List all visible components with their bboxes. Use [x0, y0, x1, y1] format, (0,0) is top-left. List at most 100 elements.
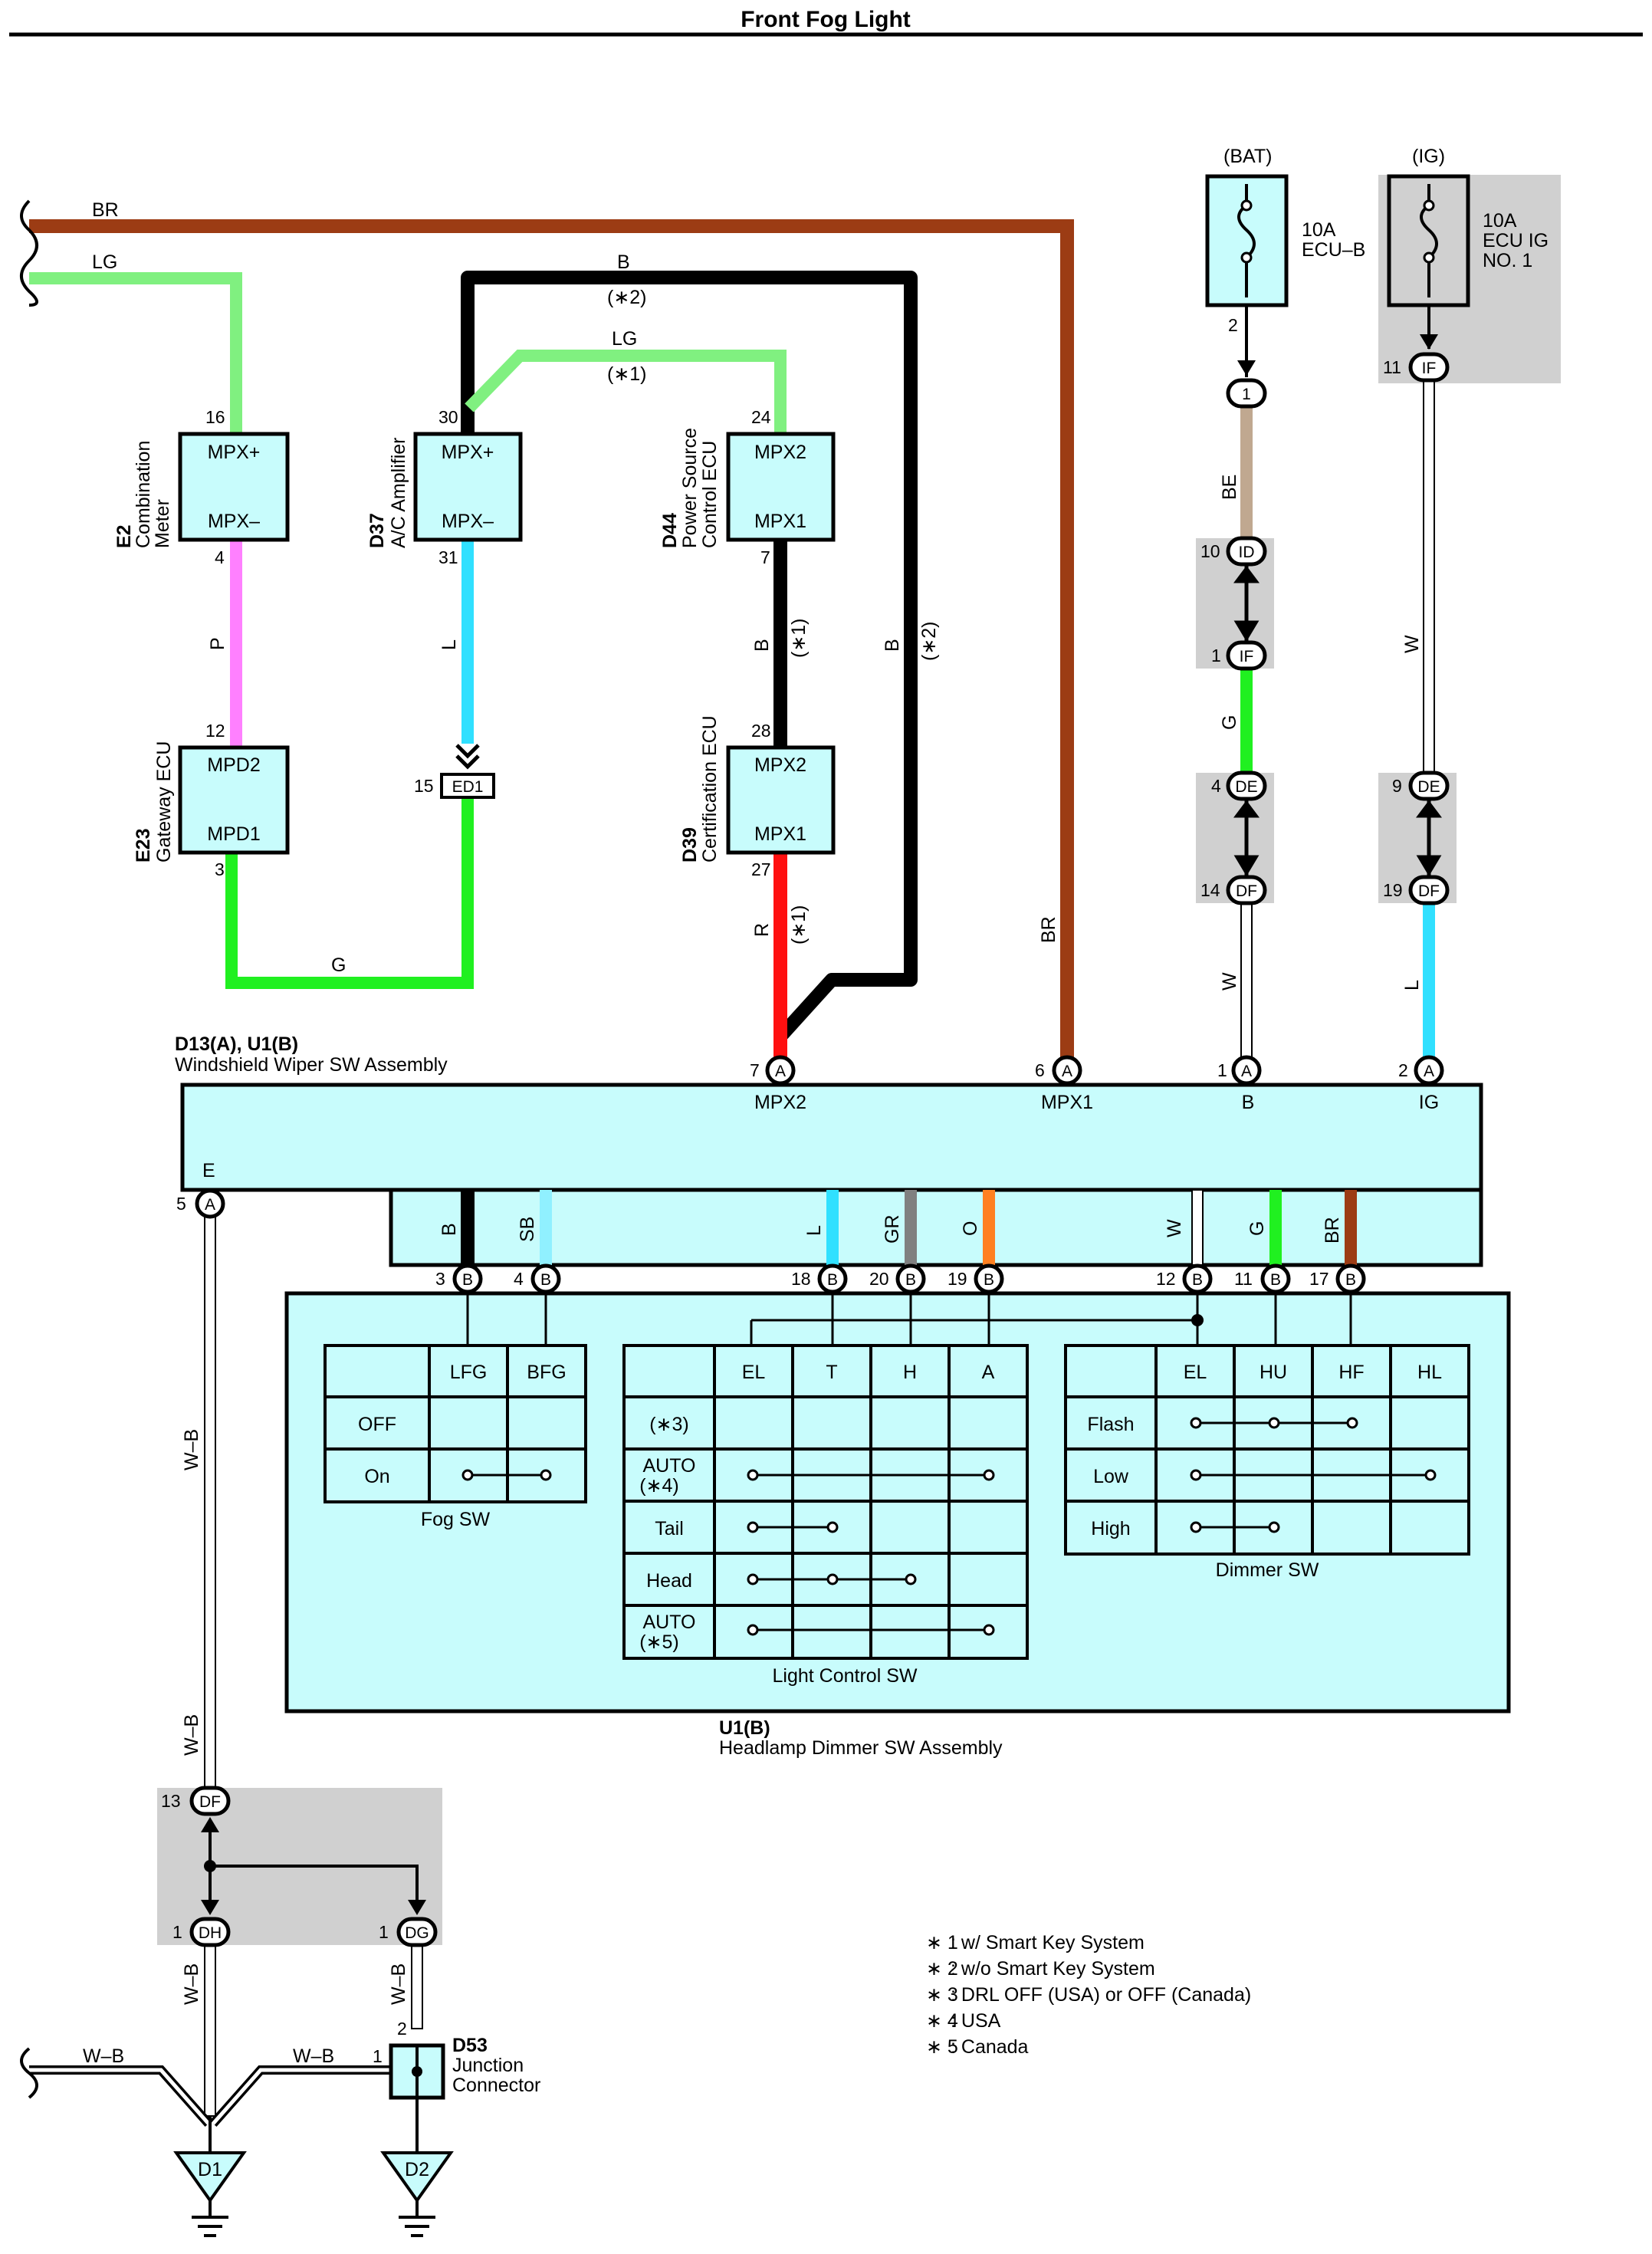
svg-text:MPX–: MPX–	[442, 511, 494, 532]
svg-text:Head: Head	[646, 1570, 692, 1592]
label-u1-name: Headlamp Dimmer SW Assembly	[719, 1737, 1003, 1759]
fuse-bat-rating: 10A	[1302, 219, 1336, 241]
label-b-star2: B	[882, 639, 903, 652]
label-wb-2: W–B	[181, 1714, 202, 1756]
pin-a-ig	[1414, 1055, 1444, 1086]
label-br: BR	[92, 199, 119, 221]
svg-text:On: On	[364, 1466, 389, 1487]
svg-text:B: B	[438, 1223, 460, 1236]
pin-d44-24: 24	[751, 407, 771, 427]
svg-text:20: 20	[869, 1269, 889, 1289]
svg-text:DE: DE	[1417, 778, 1440, 796]
label-g-loop: G	[331, 955, 346, 976]
svg-text:MPX+: MPX+	[442, 442, 494, 463]
label-star1-r: (∗1)	[788, 905, 810, 945]
stub-w	[1191, 1189, 1204, 1266]
svg-text:HU: HU	[1260, 1362, 1287, 1383]
svg-text:AUTO: AUTO	[643, 1612, 696, 1633]
svg-text:∗ 2: ∗ 2	[926, 1958, 958, 1980]
svg-text:W: W	[1164, 1219, 1185, 1237]
label-u1-code: U1(B)	[719, 1717, 770, 1739]
label-w-right: W	[1401, 635, 1423, 653]
svg-text:∗ 5: ∗ 5	[926, 2036, 958, 2058]
label-lg-mid: LG	[612, 328, 637, 350]
svg-text:B: B	[984, 1271, 994, 1289]
dimmer-sw-table: EL HU HF HL Flash Low High Dimmer SW	[1064, 1344, 1470, 1581]
svg-text:D1: D1	[198, 2159, 222, 2180]
svg-text:∗ 3: ∗ 3	[926, 1984, 958, 2006]
connector-de-left	[1226, 770, 1267, 801]
pin-df-13: 13	[161, 1791, 181, 1811]
page-title: Front Fog Light	[741, 7, 911, 32]
label-w-left: W	[1219, 972, 1240, 991]
svg-text:G: G	[1246, 1221, 1268, 1236]
svg-text:AUTO: AUTO	[643, 1455, 696, 1477]
svg-text:B: B	[827, 1271, 838, 1289]
arrow-bat-to-1	[1237, 360, 1256, 376]
svg-text:1: 1	[1217, 1060, 1227, 1080]
svg-text:MPX1: MPX1	[754, 511, 806, 532]
svg-text:GR: GR	[882, 1215, 903, 1244]
svg-text:5: 5	[176, 1194, 186, 1214]
svg-text:LFG: LFG	[450, 1362, 488, 1383]
fuse-ig-name1: ECU IG	[1483, 230, 1549, 251]
pin-a-mpx2	[765, 1055, 796, 1086]
pin-dh-1: 1	[172, 1922, 182, 1942]
svg-text:B: B	[905, 1271, 916, 1289]
svg-text:12: 12	[1156, 1269, 1176, 1289]
label-d53-code: D53	[452, 2035, 488, 2056]
svg-text:MPX2: MPX2	[754, 754, 806, 776]
fuse-bat-source: (BAT)	[1223, 146, 1272, 167]
svg-text:B: B	[462, 1271, 473, 1289]
pin-e23-3: 3	[215, 859, 225, 879]
component-e2-combination-meter	[178, 432, 290, 542]
svg-text:ID: ID	[1239, 544, 1255, 561]
pin-d44-7: 7	[760, 547, 770, 567]
label-d44-line2: Control ECU	[699, 441, 721, 548]
svg-text:(∗5): (∗5)	[639, 1631, 679, 1653]
arrows-de-df-left	[1233, 800, 1260, 876]
svg-text:A: A	[205, 1196, 215, 1214]
pin-de-9: 9	[1392, 776, 1402, 796]
svg-text:7: 7	[750, 1060, 760, 1080]
svg-text:B: B	[1192, 1271, 1203, 1289]
component-d44-power-source-ecu	[726, 432, 836, 542]
label-b-top: B	[617, 251, 630, 273]
pin-e2-16: 16	[205, 407, 225, 427]
svg-text:19: 19	[948, 1269, 967, 1289]
break-mark-top	[20, 199, 38, 307]
label-e23-line1: Gateway ECU	[153, 741, 175, 863]
svg-text:EL: EL	[742, 1362, 766, 1383]
arrows-id-if	[1233, 565, 1260, 642]
fuse-bat-name: ECU–B	[1302, 239, 1365, 261]
ed1-arrow-icon	[455, 744, 480, 770]
pin-d39-27: 27	[751, 859, 771, 879]
wire-w-left	[1240, 902, 1253, 1071]
svg-text:Low: Low	[1093, 1466, 1129, 1487]
svg-text:B: B	[1242, 1092, 1255, 1113]
svg-text:(∗4): (∗4)	[639, 1475, 679, 1497]
connector-dg	[396, 1917, 438, 1947]
label-e23-code: E23	[133, 829, 154, 863]
fog-sw-table: LFG BFG OFF On Fog SW	[324, 1344, 587, 1530]
svg-text:MPX–: MPX–	[208, 511, 260, 532]
connector-1-bat	[1226, 378, 1267, 409]
svg-text:MPX+: MPX+	[208, 442, 261, 463]
svg-text:∗ 4: ∗ 4	[926, 2010, 958, 2032]
fog-sw-caption: Fog SW	[421, 1509, 491, 1530]
pin-d53-1: 1	[373, 2046, 383, 2066]
svg-text:OFF: OFF	[358, 1414, 396, 1435]
wire-wb-left	[29, 2065, 212, 2127]
label-wb-1: W–B	[181, 1429, 202, 1470]
svg-text:D2: D2	[405, 2159, 429, 2180]
light-control-sw-caption: Light Control SW	[773, 1665, 918, 1687]
pin-e2-4: 4	[215, 547, 225, 567]
svg-text:B: B	[1270, 1271, 1281, 1289]
pin-d53-2: 2	[397, 2019, 407, 2039]
pin-dg-1: 1	[379, 1922, 389, 1942]
label-d53-line1: Junction	[452, 2055, 524, 2076]
label-d39-code: D39	[679, 827, 701, 863]
svg-text:: w/o Smart Key System: : w/o Smart Key System	[951, 1958, 1155, 1980]
svg-text:DF: DF	[199, 1793, 221, 1811]
internal-wiring	[466, 1292, 1352, 1346]
